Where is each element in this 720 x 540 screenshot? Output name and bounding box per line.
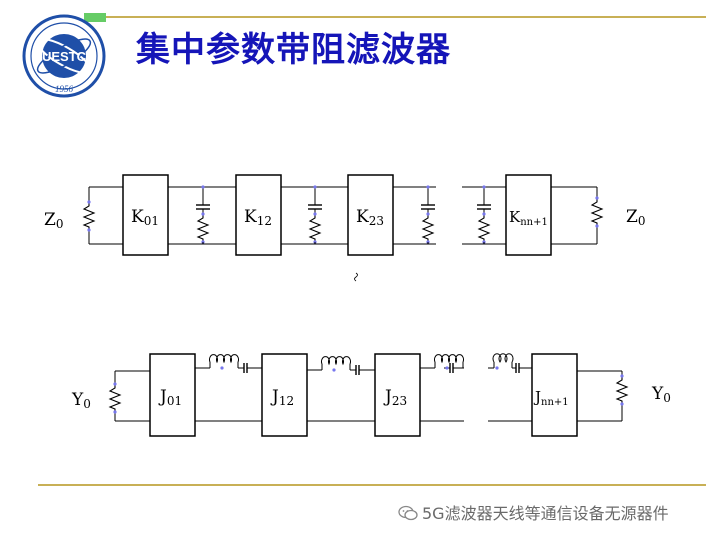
inverter-box [235,174,282,256]
logo-text: UESTC [42,49,87,64]
stray-mark [354,272,358,282]
watermark-text: 5G滤波器天线等通信设备无源器件 [422,504,669,523]
source-impedance-label: Z0 [44,210,63,231]
inverter-box [261,353,308,437]
inverter-label: J01 [158,387,182,408]
inverter-label: Knn+1 [509,208,548,228]
page-title: 集中参数带阻滤波器 [136,30,451,70]
wechat-icon [398,505,418,525]
inverter-label: K12 [244,207,272,228]
load-resistor [591,195,603,229]
footer-rule [38,484,706,486]
load-impedance-label: Z0 [626,207,645,228]
inverter-box [505,174,552,256]
inverter-label: J23 [383,387,407,408]
watermark: 5G滤波器天线等通信设备无源器件 [398,500,669,525]
series-resonator [307,356,375,375]
shunt-resonator [196,185,210,245]
inverter-box [374,353,421,437]
source-resistor [83,199,95,233]
logo-year: 1956 [55,84,74,94]
load-resistor [616,373,628,407]
inverter-label: K23 [356,207,384,228]
load-admittance-label: Y0 [651,384,671,405]
source-admittance-label: Y0 [71,390,91,411]
source-resistor [109,381,121,415]
series-resonator [488,353,532,373]
shunt-resonator [477,185,491,245]
shunt-resonator [308,185,322,245]
header-accent-bar [84,13,106,22]
inverter-box [122,174,169,256]
university-seal-icon: UESTC 1956 [22,12,106,100]
inverter-box [347,174,394,256]
inverter-label: K01 [131,207,159,228]
inverter-label: J12 [270,387,294,408]
j-inverter-filter: J01 J12 J23 Jnn+1 Y0 Y0 [71,353,671,437]
inverter-box [531,353,578,437]
k-inverter-filter: K01 K12 K23 Knn+1 Z0 Z0 [44,174,645,282]
inverter-label: Jnn+1 [533,388,569,408]
header-rule [106,16,706,18]
series-resonator [195,354,262,373]
inverter-box [149,353,196,437]
series-resonator [420,354,464,373]
shunt-resonator [421,185,435,245]
